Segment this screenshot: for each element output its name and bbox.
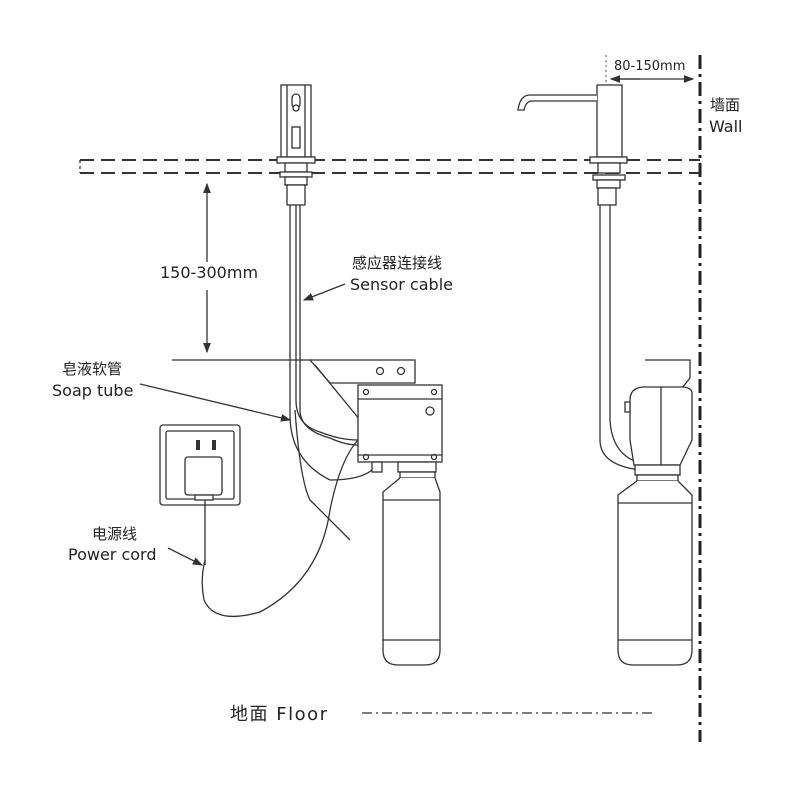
soap-tube-label-en: Soap tube: [52, 381, 133, 400]
power-cord-leader: [167, 547, 204, 566]
soap-tube-leader: [139, 383, 292, 422]
power-cord-label-en: Power cord: [68, 545, 157, 564]
wall-offset-dimension: [605, 55, 695, 160]
sensor-cable-label-en: Sensor cable: [350, 275, 453, 294]
pump-dispenser: [517, 84, 693, 666]
sensor-cable-label-cn: 感应器连接线: [352, 254, 442, 272]
power-cord-label-cn: 电源线: [92, 525, 137, 543]
power-outlet: [159, 424, 241, 565]
sensor-dispenser: [201, 84, 443, 666]
soap-tube-label-cn: 皂液软管: [62, 360, 122, 378]
wall-label-cn: 墙面: [710, 96, 740, 114]
height-dimension: [172, 182, 312, 361]
sensor-cable-leader: [302, 283, 346, 301]
height-dim-label: 150-300mm: [160, 263, 258, 282]
wall-offset-label: 80-150mm: [614, 59, 685, 74]
wall-label-en: Wall: [709, 117, 743, 136]
floor-label: 地面 Floor: [230, 704, 329, 725]
